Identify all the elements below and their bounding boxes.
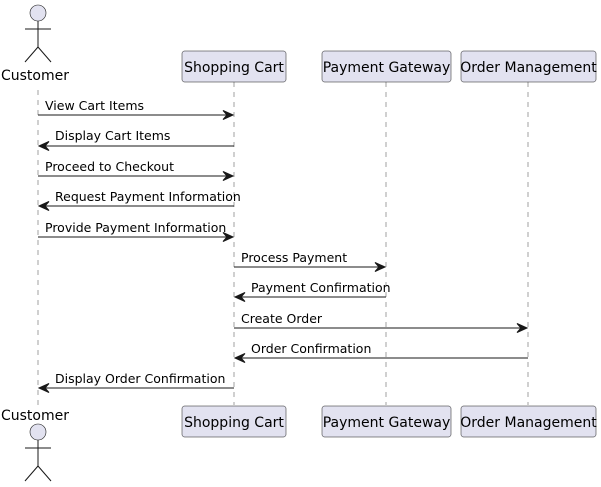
participant-order-management-bottom: Order Management	[460, 405, 597, 438]
message-10-label: Display Order Confirmation	[55, 371, 225, 386]
message-8: Create Order	[234, 311, 529, 333]
message-6-label: Process Payment	[241, 250, 347, 265]
actor-icon	[24, 4, 52, 63]
message-10: Display Order Confirmation	[37, 371, 234, 393]
message-7-label: Payment Confirmation	[251, 280, 391, 295]
participant-order-management-top: Order Management	[460, 50, 597, 83]
message-6: Process Payment	[234, 250, 387, 272]
participant-shopping-cart-bottom-label: Shopping Cart	[184, 415, 284, 431]
actor-customer-bottom-label: Customer	[1, 408, 69, 424]
message-1-label: View Cart Items	[45, 98, 144, 113]
message-9-label: Order Confirmation	[251, 341, 371, 356]
message-8-label: Create Order	[241, 311, 323, 326]
actor-customer-bottom: Customer	[1, 408, 69, 482]
actor-customer-top: Customer	[1, 4, 69, 84]
message-5: Provide Payment Information	[38, 220, 235, 242]
message-2-label: Display Cart Items	[55, 128, 170, 143]
participant-payment-gateway-bottom-label: Payment Gateway	[323, 415, 451, 431]
participant-shopping-cart-top-label: Shopping Cart	[184, 60, 284, 76]
message-1: View Cart Items	[38, 98, 235, 120]
message-4-label: Request Payment Information	[55, 189, 241, 204]
participant-order-management-top-label: Order Management	[460, 60, 597, 76]
message-3: Proceed to Checkout	[38, 159, 235, 181]
message-2: Display Cart Items	[37, 128, 234, 151]
actor-customer-top-label: Customer	[1, 68, 69, 84]
participant-shopping-cart-bottom: Shopping Cart	[181, 405, 287, 438]
message-7: Payment Confirmation	[233, 280, 391, 302]
message-5-label: Provide Payment Information	[45, 220, 226, 235]
message-3-label: Proceed to Checkout	[45, 159, 174, 174]
actor-icon	[24, 423, 52, 482]
participant-payment-gateway-bottom: Payment Gateway	[321, 405, 452, 438]
participant-payment-gateway-top: Payment Gateway	[321, 50, 452, 83]
message-9: Order Confirmation	[233, 341, 528, 363]
participant-order-management-bottom-label: Order Management	[460, 415, 597, 431]
message-4: Request Payment Information	[37, 189, 241, 211]
participant-shopping-cart-top: Shopping Cart	[181, 50, 287, 83]
participant-payment-gateway-top-label: Payment Gateway	[323, 60, 451, 76]
